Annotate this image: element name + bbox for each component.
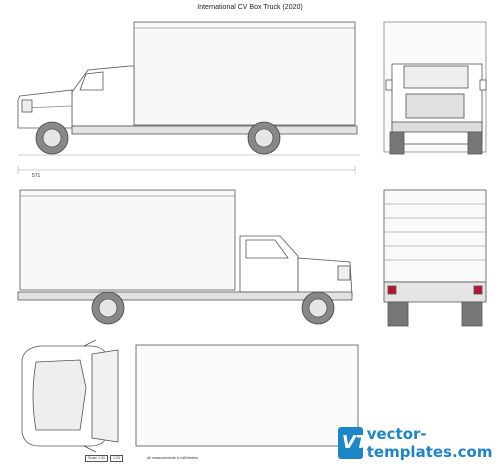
side-view-right — [17, 189, 353, 325]
top-view — [21, 339, 359, 453]
dimension-label: 571 — [32, 173, 41, 179]
scale-value: 1:20 — [109, 455, 123, 462]
brand-name: vector-templates.com — [366, 425, 493, 461]
rear-view — [383, 189, 487, 327]
scale-label: Scale 1:20 — [85, 455, 108, 462]
measurement-note: All measurements in millimeters — [147, 456, 198, 460]
side-view-left — [17, 21, 360, 156]
brand-mark-text: VT — [341, 432, 369, 453]
vt-logo-icon: VT — [338, 427, 368, 459]
front-view — [383, 21, 487, 155]
drawing-title: International CV Box Truck (2020) — [197, 4, 303, 11]
brand-logo[interactable]: VT vector-templates.com — [338, 425, 500, 461]
